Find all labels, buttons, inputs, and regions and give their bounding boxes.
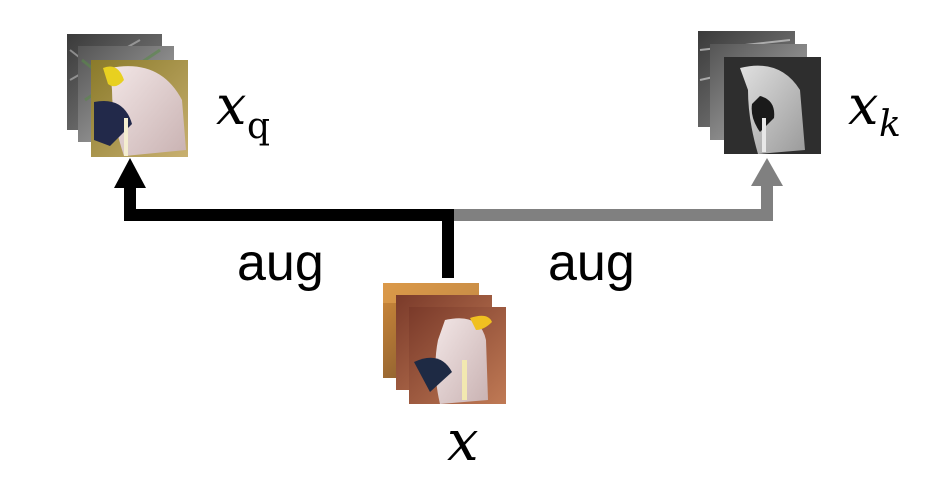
x-q-label: x q [216, 74, 270, 147]
key-image-front [724, 57, 821, 154]
x-k-label: x k [848, 74, 901, 145]
key-branch-arrow [454, 158, 783, 221]
x-k-main: x [848, 74, 878, 137]
query-arrowhead-icon [114, 158, 146, 188]
query-branch-arrow [114, 158, 454, 278]
x-label: x [447, 409, 479, 474]
x-k-subscript: k [879, 104, 901, 145]
query-image-front [91, 60, 188, 157]
key-image-stack [698, 31, 821, 154]
x-q-main: x [216, 74, 246, 137]
x-q-subscript: q [247, 106, 270, 147]
aug-label-left: aug [237, 234, 324, 292]
input-image-front [409, 307, 506, 404]
query-image-stack [67, 34, 188, 157]
input-image-stack [383, 283, 506, 404]
aug-label-right: aug [548, 234, 635, 292]
key-arrowhead-icon [751, 158, 783, 186]
